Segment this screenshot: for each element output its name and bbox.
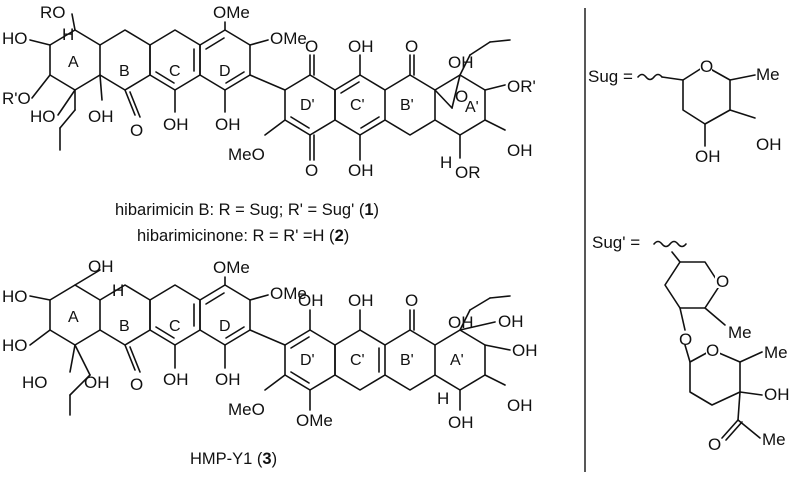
ring-label-b-3: B	[119, 318, 130, 335]
ring-label-b: B	[119, 63, 130, 80]
label-oh-ap2-3: OH	[498, 312, 524, 331]
caption-compound-2: hibarimicinone: R = R' =H (2)	[137, 227, 349, 245]
sug-prime-me-3: Me	[762, 430, 786, 449]
label-orp-ap: OR'	[507, 77, 536, 96]
sug-prime-structure: Sug' = O Me O O Me OH O Me	[592, 233, 790, 454]
caption-compound-3: HMP-Y1 (3)	[190, 450, 277, 468]
label-or-ap: OR	[455, 163, 481, 182]
sug-oh-2: OH	[695, 147, 721, 166]
label-oh-ap5-3: OH	[448, 413, 474, 432]
label-o-b-3: O	[130, 375, 143, 394]
compound-1-2-structure	[29, 13, 511, 161]
ring-label-c: C	[169, 63, 181, 80]
ring-label-dprime-3: D'	[300, 352, 315, 369]
ring-label-cprime: C'	[350, 97, 365, 114]
label-oh-c: OH	[163, 115, 189, 134]
label-o-bp: O	[405, 37, 418, 56]
label-ome-d1: OMe	[213, 3, 250, 22]
label-oh-cp-3: OH	[348, 291, 374, 310]
label-o-bp-3: O	[405, 291, 418, 310]
sug-prime-me-1: Me	[728, 323, 752, 342]
label-ome-d1-3: OMe	[213, 258, 250, 277]
ring-bprime-bonds-3	[384, 309, 436, 391]
label-oh-cp-top: OH	[348, 37, 374, 56]
label-oh-d-3: OH	[215, 370, 241, 389]
label-ome-d2: OMe	[270, 29, 307, 48]
ring-d-bonds-3	[199, 276, 286, 369]
label-ho-a-3: HO	[2, 287, 28, 306]
sug-ring-o: O	[700, 57, 713, 76]
label-oh-ap: OH	[507, 141, 533, 160]
label-ome-d2-3: OMe	[270, 284, 307, 303]
label-ho-a2-3: HO	[2, 336, 28, 355]
label-ho-a: HO	[2, 29, 28, 48]
caption-compound-1: hibarimicin B: R = Sug; R' = Sug' (1)	[115, 201, 379, 219]
ring-label-aprime: A'	[465, 99, 479, 116]
sug-prime-carbonyl-o: O	[708, 435, 721, 454]
ring-label-a: A	[68, 54, 79, 71]
sug-oh-1: OH	[756, 135, 782, 154]
label-oh-bp: OH	[448, 53, 474, 72]
ring-label-c-3: C	[169, 318, 181, 335]
ring-label-aprime-3: A'	[450, 352, 464, 369]
label-meo-dp-3: MeO	[228, 400, 265, 419]
label-oh-d: OH	[215, 115, 241, 134]
label-oh-cp-bottom: OH	[348, 161, 374, 180]
label-o-dp-bottom: O	[305, 161, 318, 180]
sug-prime-oh: OH	[764, 385, 790, 404]
sug-prime-label: Sug' =	[592, 233, 640, 252]
ring-d-bonds	[199, 21, 286, 113]
label-oh-c-3: OH	[163, 370, 189, 389]
sug-prime-me-2: Me	[764, 343, 788, 362]
wavy-bond-sug-prime	[653, 240, 687, 248]
sug-structure: Sug = O Me OH OH	[588, 57, 782, 166]
sug-label: Sug =	[588, 67, 633, 86]
ring-bprime-aprime-bonds	[384, 39, 511, 159]
sug-me: Me	[756, 65, 780, 84]
ring-a-bonds-3	[29, 269, 101, 416]
ring-label-cprime-3: C'	[350, 352, 365, 369]
label-ome-dp-3: OMe	[296, 411, 333, 430]
label-oh-ap4-3: OH	[507, 396, 533, 415]
label-oh-ap3-3: OH	[512, 341, 538, 360]
ring-label-d: D	[219, 63, 231, 80]
label-oh-ab-3: OH	[84, 373, 110, 392]
label-oh-dp-3: OH	[298, 291, 324, 310]
ring-label-bprime: B'	[400, 97, 414, 114]
label-h-ab-3: H	[112, 281, 124, 300]
wavy-bond-sug	[637, 73, 663, 81]
ring-label-bprime-3: B'	[400, 352, 414, 369]
label-ho-a2: HO	[30, 107, 56, 126]
label-o-dp-top: O	[305, 37, 318, 56]
label-meo-dp: MeO	[228, 145, 265, 164]
label-oh-ab: OH	[88, 107, 114, 126]
ring-label-a-3: A	[68, 309, 79, 326]
label-h-bp-3: H	[437, 389, 449, 408]
label-rpo-a: R'O	[2, 89, 31, 108]
label-h-bp: H	[440, 153, 452, 172]
label-h-ab: H	[62, 25, 74, 44]
ring-label-d-3: D	[219, 318, 231, 335]
label-oh-ap1-3: OH	[448, 313, 474, 332]
label-o-b: O	[130, 121, 143, 140]
ring-aprime-bonds-3	[434, 295, 511, 411]
label-oh-a-top-3: OH	[88, 257, 114, 276]
label-o-bridge: O	[455, 87, 468, 106]
sug-prime-ring-o-1: O	[716, 272, 729, 291]
label-ho-a3-3: HO	[22, 373, 48, 392]
ring-label-dprime: D'	[300, 97, 315, 114]
ring-cprime-bonds-3	[334, 309, 386, 391]
sug-prime-link-o: O	[679, 330, 692, 349]
label-ro-top: RO	[40, 3, 66, 22]
sug-prime-ring-o-2: O	[706, 341, 719, 360]
compound-3-structure	[29, 269, 511, 416]
